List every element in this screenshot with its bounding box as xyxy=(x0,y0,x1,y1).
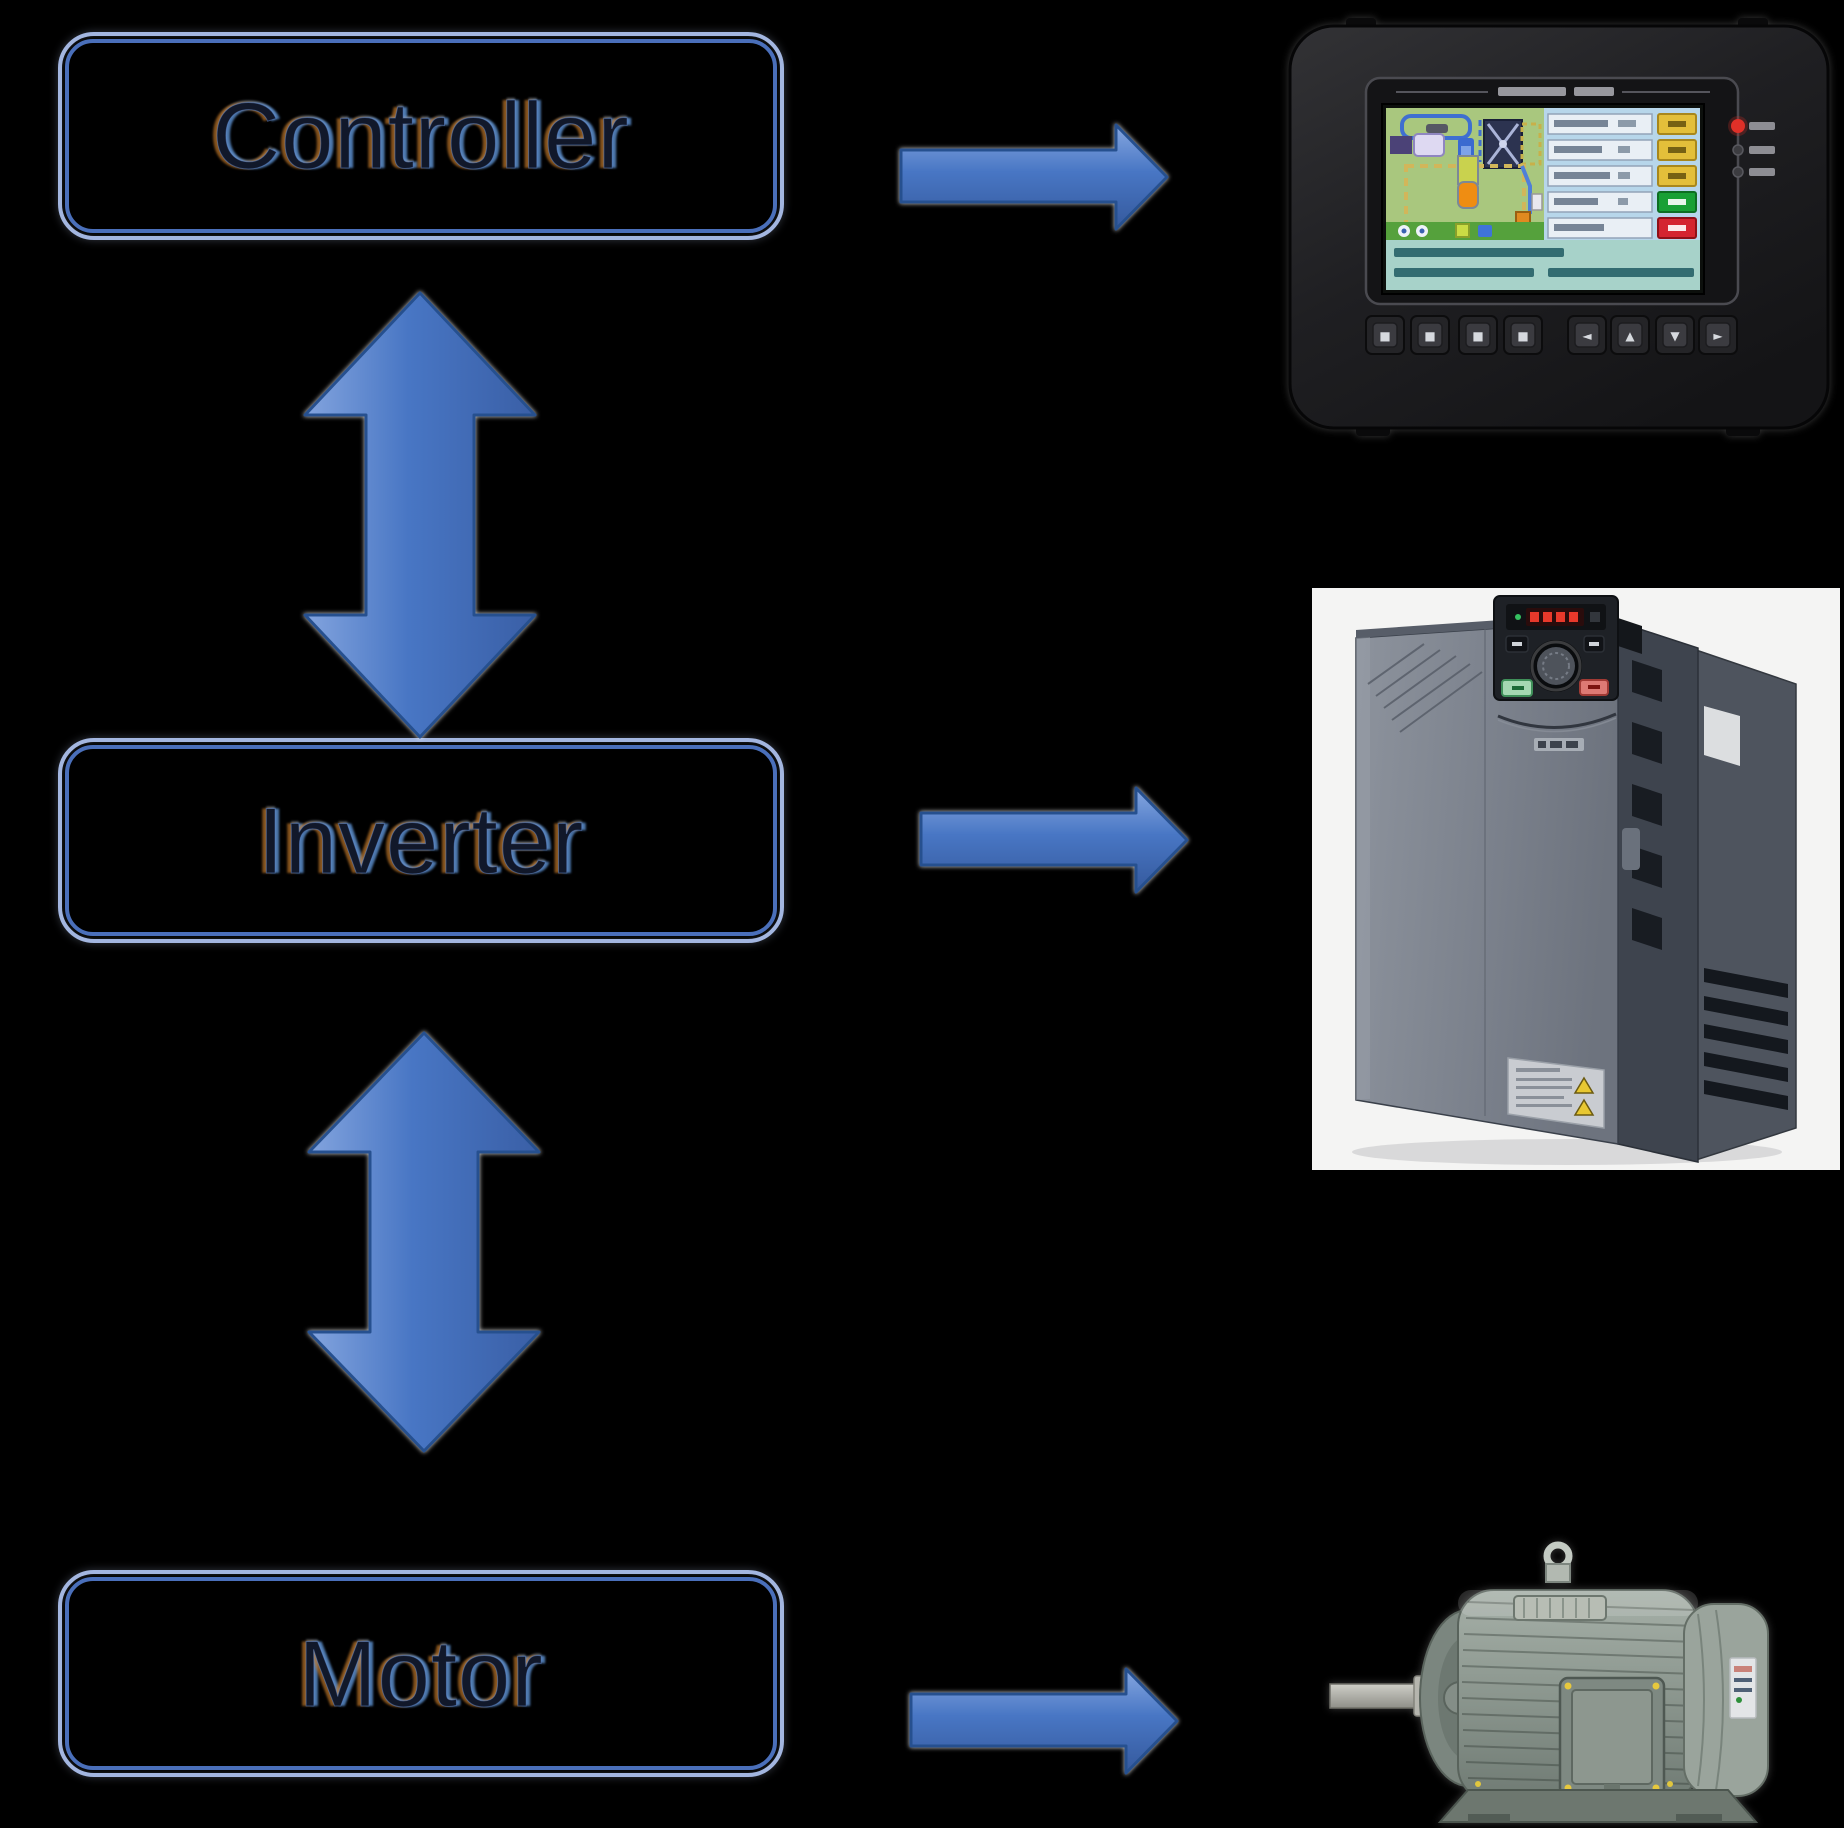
inverter-brand-mark xyxy=(1534,738,1584,751)
controller-screen xyxy=(1381,103,1705,295)
inverter-keypad-panel xyxy=(1493,595,1619,701)
svg-text:■: ■ xyxy=(1472,329,1483,343)
controller-key-3: ■ xyxy=(1458,315,1498,355)
inverter-photo-background xyxy=(1312,588,1840,1170)
controller-key-2: ■ xyxy=(1410,315,1450,355)
motor-shaft xyxy=(1329,1683,1423,1709)
controller-key-left: ◄ xyxy=(1567,315,1607,355)
inverter-bottom-grille xyxy=(1704,968,1788,1110)
motor-terminal-box xyxy=(1558,1676,1666,1798)
inverter-corner-hatching xyxy=(1367,643,1483,733)
controller-key-up: ▲ xyxy=(1610,315,1650,355)
flow-box-inverter: Inverter xyxy=(58,738,784,943)
controller-screen-row-2 xyxy=(1547,139,1697,161)
right-arrow-icon-controller xyxy=(899,123,1169,231)
controller-key-right: ► xyxy=(1698,315,1738,355)
inverter-spec-label xyxy=(1507,1057,1605,1129)
controller-screen-row-4 xyxy=(1547,191,1697,213)
svg-text:►: ► xyxy=(1713,329,1723,343)
double-arrow-icon-controller-inverter xyxy=(303,291,537,739)
svg-text:■: ■ xyxy=(1517,329,1528,343)
controller-screen-row-5 xyxy=(1547,217,1697,239)
ac-motor-photo xyxy=(1329,1541,1769,1823)
controller-key-4: ■ xyxy=(1503,315,1543,355)
svg-text:■: ■ xyxy=(1424,329,1435,343)
controller-screen-row-3 xyxy=(1547,165,1697,187)
right-arrow-icon-motor xyxy=(909,1667,1179,1775)
flow-box-motor-label: Motor xyxy=(298,1620,544,1726)
controller-key-down: ▼ xyxy=(1655,315,1695,355)
hmi-controller-photo: ■ ■ ■ ■ ◄ ▲ ▼ ► xyxy=(1288,18,1830,436)
flow-box-motor: Motor xyxy=(58,1570,784,1777)
controller-led-cluster xyxy=(1728,116,1775,178)
svg-text:▲: ▲ xyxy=(1625,329,1635,343)
inverter-side-label xyxy=(1704,706,1740,766)
svg-text:▼: ▼ xyxy=(1670,329,1680,343)
flow-box-controller: Controller xyxy=(58,32,784,240)
vfd-inverter-photo xyxy=(1352,595,1797,1165)
svg-text:■: ■ xyxy=(1379,329,1390,343)
svg-text:◄: ◄ xyxy=(1582,329,1592,343)
right-arrow-icon-inverter xyxy=(919,786,1189,894)
flow-box-controller-label: Controller xyxy=(212,83,630,189)
motor-top-connector xyxy=(1513,1595,1607,1621)
controller-keypad: ■ ■ ■ ■ ◄ ▲ ▼ ► xyxy=(1365,315,1738,355)
double-arrow-icon-inverter-motor xyxy=(307,1031,541,1453)
controller-key-1: ■ xyxy=(1365,315,1405,355)
flow-box-inverter-label: Inverter xyxy=(257,787,585,893)
motor-rear-endbell xyxy=(1683,1603,1769,1797)
inverter-side-vents xyxy=(1632,660,1662,950)
controller-screen-row-1 xyxy=(1547,113,1697,135)
motor-base xyxy=(1437,1781,1759,1823)
